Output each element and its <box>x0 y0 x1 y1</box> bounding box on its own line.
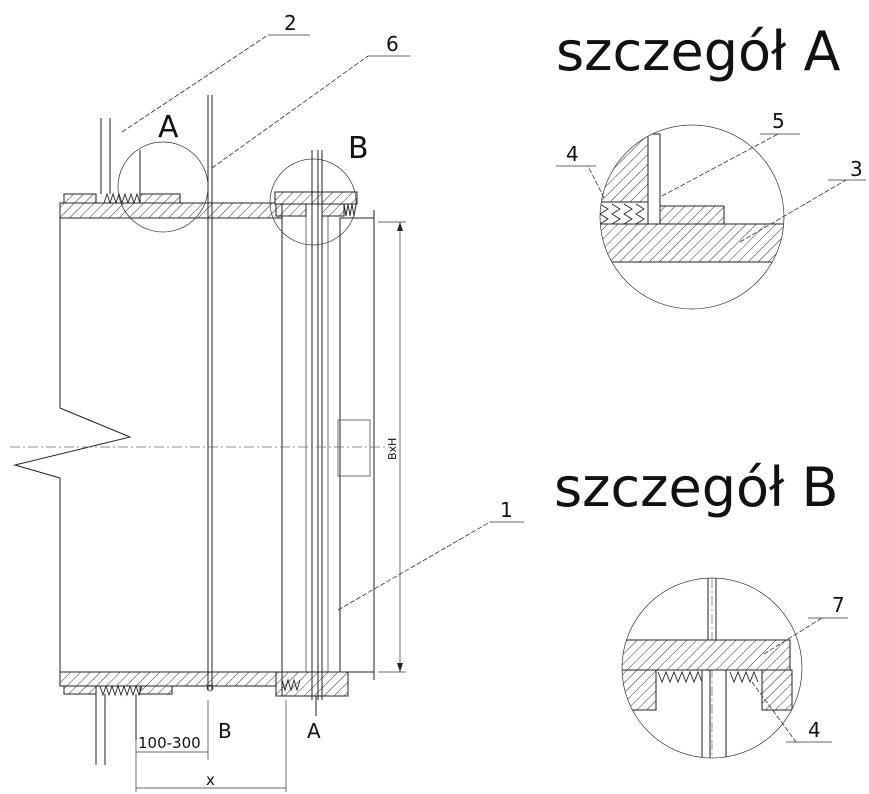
dim-range-label: 100-300 <box>138 734 201 752</box>
bottom-flange-lip-2 <box>139 685 173 695</box>
marker-b-top: B <box>348 131 369 166</box>
callout-5: 5 <box>772 109 785 133</box>
right-flange-block <box>275 203 307 217</box>
detail-b-wall-right <box>761 669 793 711</box>
dim-arrow-bottom <box>397 663 403 672</box>
callout-2: 2 <box>284 11 297 35</box>
dim-x-label: x <box>206 771 215 789</box>
leader-4-top <box>587 165 605 199</box>
leader-5 <box>661 133 779 197</box>
detail-b-blade <box>701 669 727 758</box>
leader-4-bottom <box>751 681 797 743</box>
right-bottom-spring <box>281 678 301 692</box>
callout-7: 7 <box>832 593 845 617</box>
detail-b: 7 4 <box>621 577 848 759</box>
dim-bxh-label: BxH <box>386 438 399 460</box>
detail-b-flange <box>622 639 791 671</box>
detail-a-spring <box>600 203 645 225</box>
duct-body <box>13 218 132 672</box>
detail-a-plate <box>647 133 661 225</box>
callout-1: 1 <box>500 498 513 522</box>
main-view: BxH A B B A 100-300 x 2 6 1 <box>10 11 524 792</box>
top-spring <box>103 192 141 205</box>
leader-7 <box>763 617 823 655</box>
callout-6: 6 <box>386 32 399 56</box>
detail-b-circle <box>621 577 803 759</box>
callout-4-top: 4 <box>566 142 579 166</box>
callout-4-bottom: 4 <box>808 718 821 742</box>
marker-a-top: A <box>158 110 179 145</box>
top-flange-lip <box>63 193 97 204</box>
dim-arrow-top <box>397 222 403 231</box>
inspection-box <box>337 419 371 477</box>
detail-circle-b <box>269 158 357 246</box>
leader-2 <box>121 34 269 133</box>
detail-a-circle <box>599 124 785 310</box>
detail-a: 5 3 4 <box>556 109 866 310</box>
top-flange-lip-2 <box>139 193 181 204</box>
leader-6 <box>211 55 369 169</box>
marker-a-bottom: A <box>307 719 321 743</box>
detail-b-title: szczegół B <box>554 456 839 519</box>
leader-3 <box>739 179 847 243</box>
bottom-spring <box>99 684 143 697</box>
bottom-flange-lip <box>63 685 97 695</box>
leader-1 <box>337 521 491 611</box>
rod-end <box>206 684 214 692</box>
right-flange-top <box>274 191 358 205</box>
detail-b-wall-left <box>622 669 657 711</box>
detail-a-post <box>600 125 649 203</box>
callout-3: 3 <box>850 157 863 181</box>
detail-circle-a <box>117 141 209 233</box>
detail-b-spring-right <box>729 670 759 684</box>
detail-a-angle <box>659 205 725 225</box>
detail-a-base <box>600 223 784 263</box>
marker-b-bottom: B <box>218 719 232 743</box>
detail-a-title: szczegół A <box>556 20 841 83</box>
right-flange-block-2 <box>321 203 345 217</box>
top-flange <box>59 202 283 219</box>
bottom-flange <box>59 671 283 687</box>
detail-b-spring-left <box>657 670 703 684</box>
